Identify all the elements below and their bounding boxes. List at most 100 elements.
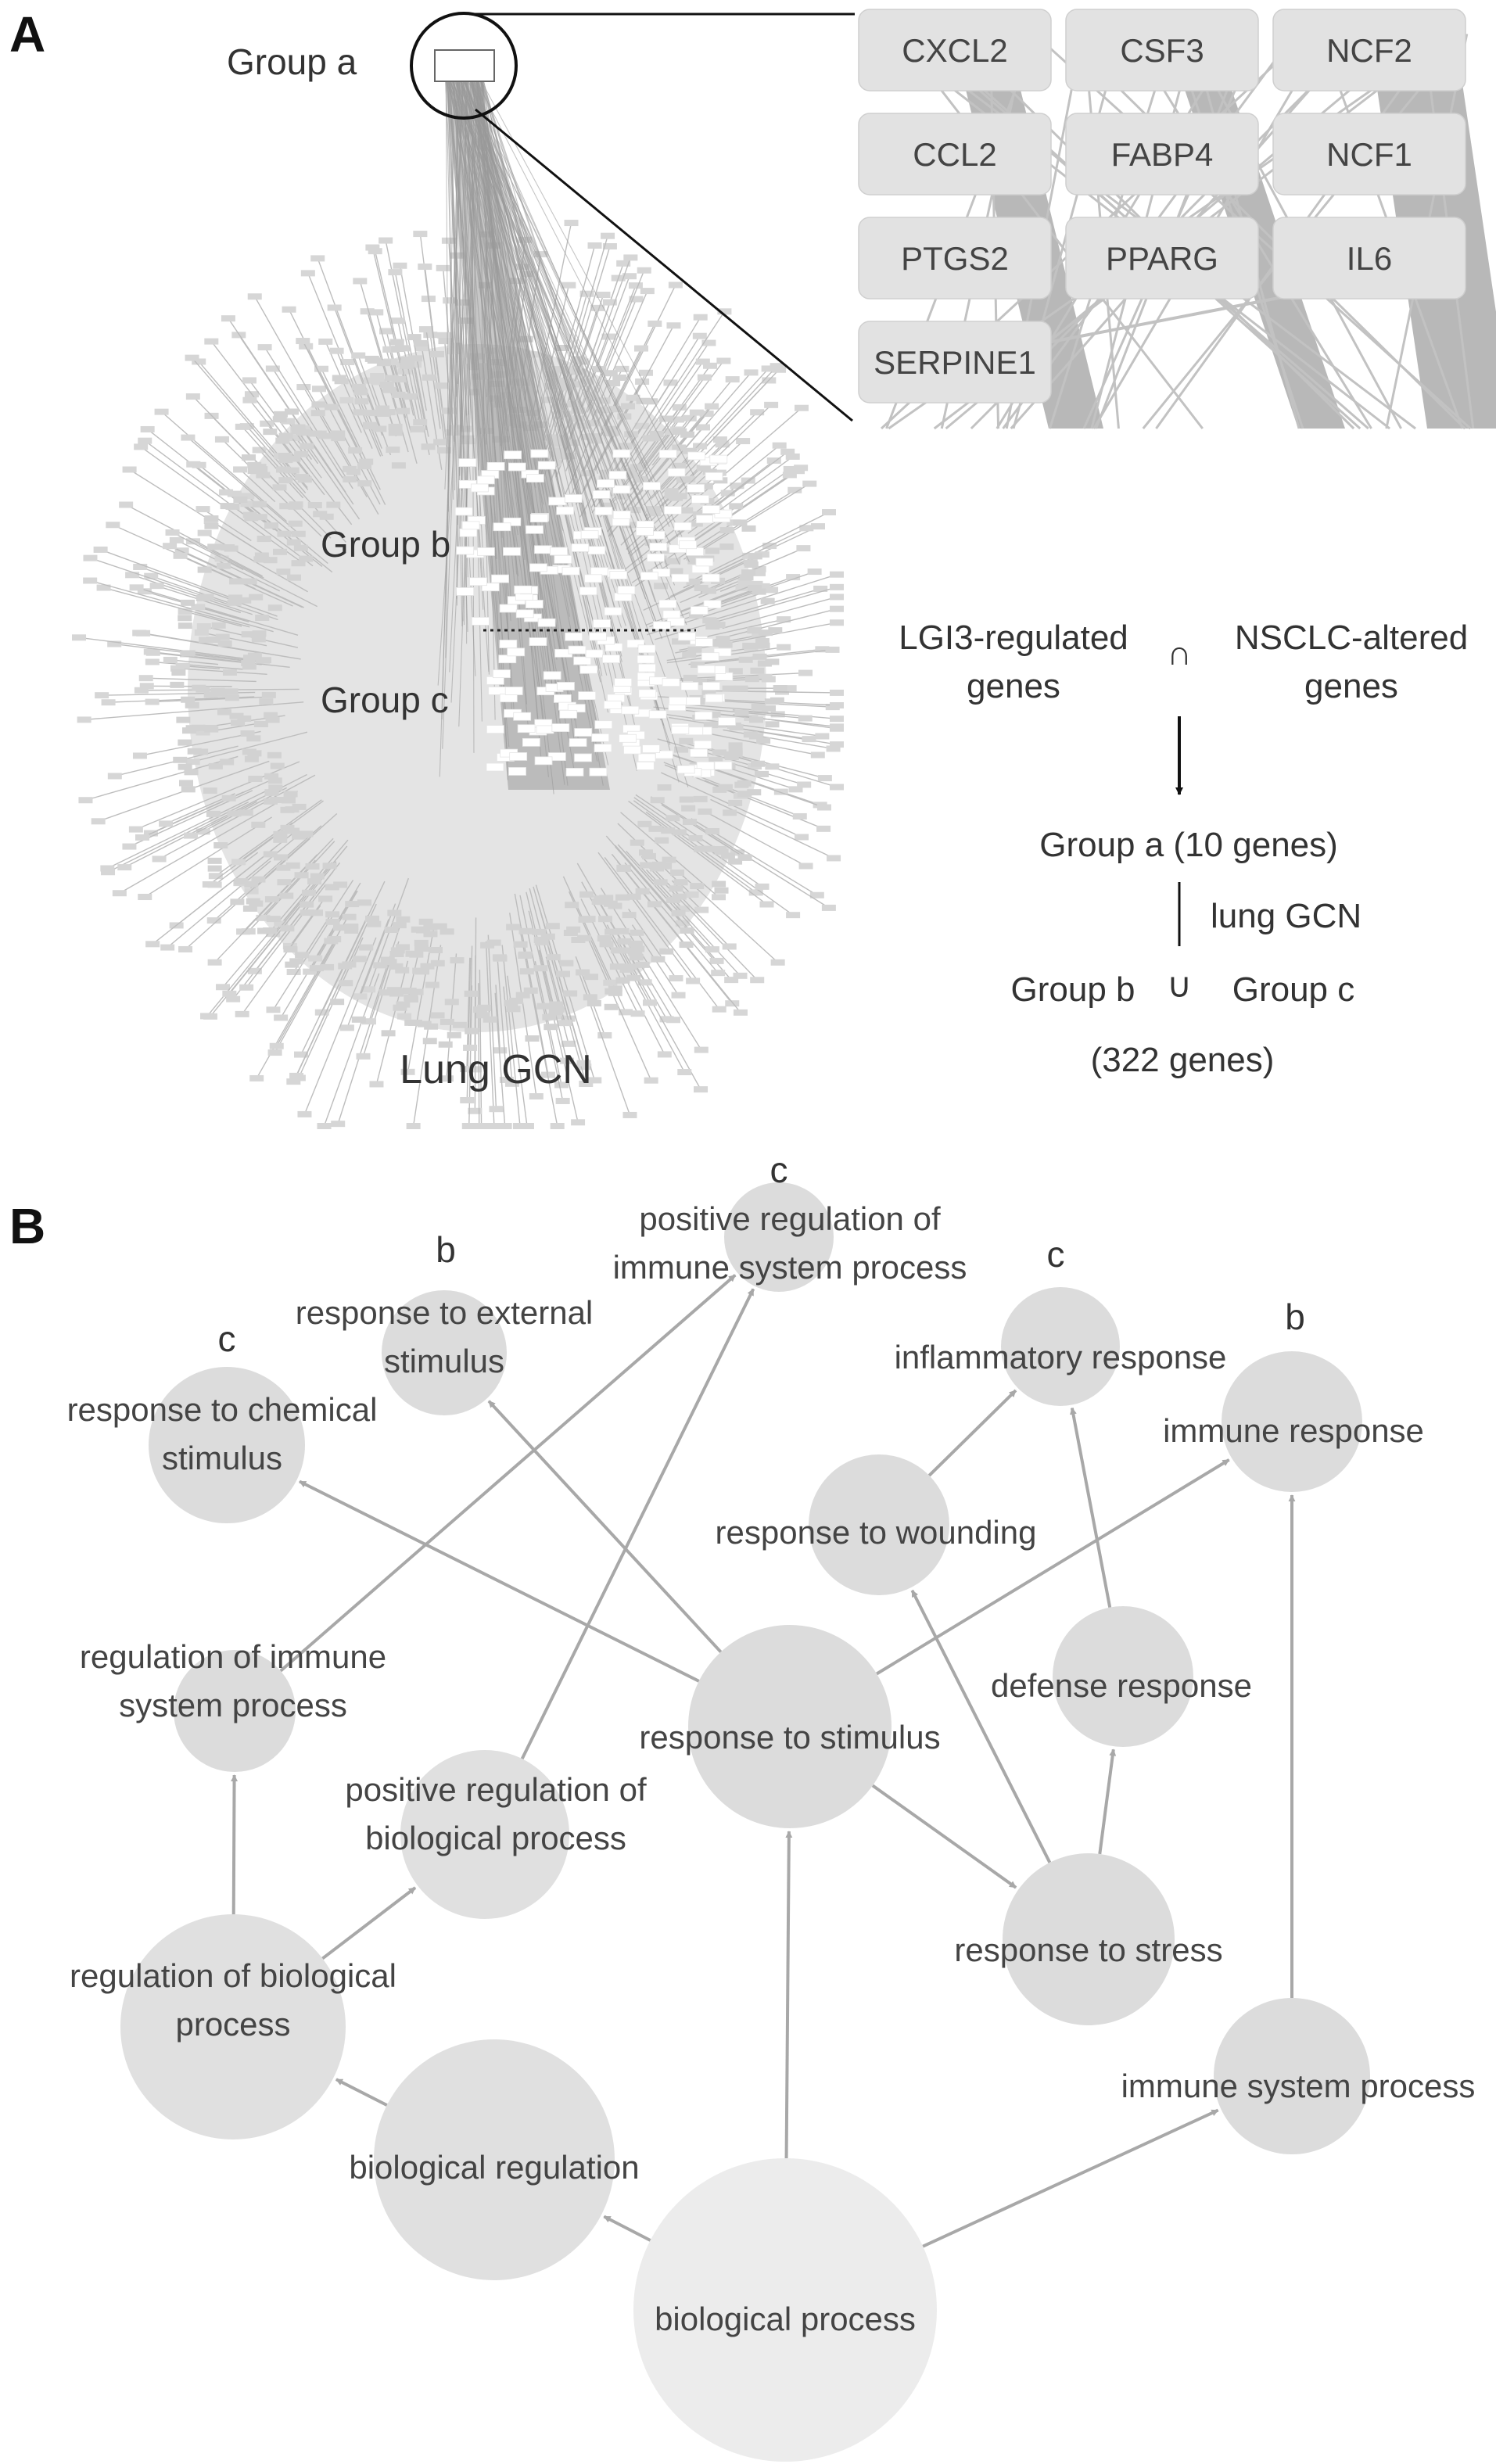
go-edge-rbp-to-prbp (321, 1886, 417, 1960)
go-edge-rtst-to-def (1098, 1748, 1117, 1855)
gene-box: NCF2 (1272, 9, 1466, 91)
flow-right-set-line2: genes (1304, 667, 1398, 705)
gene-box: NCF1 (1272, 113, 1466, 195)
panel-b-go-graph: B biological process biological regulatio… (9, 1150, 1475, 2462)
flow-union-left: Group b (1011, 970, 1135, 1009)
go-node-circle (174, 1650, 296, 1772)
gene-box: CSF3 (1065, 9, 1259, 91)
go-node-group-tag: b (1285, 1297, 1305, 1337)
go-node-rtst: response to stress (954, 1853, 1223, 2025)
group-a-label: Group a (227, 41, 357, 82)
go-edge-risp-to-prisp (279, 1274, 737, 1673)
go-edges (231, 1274, 1296, 2248)
go-node-label: stimulus (384, 1343, 504, 1379)
flow-union-right: Group c (1232, 970, 1355, 1009)
go-node-label: system process (119, 1687, 347, 1723)
gene-label: IL6 (1347, 240, 1392, 277)
go-node-label: response to stimulus (639, 1719, 940, 1756)
go-nodes: biological process biological regulation r… (67, 1150, 1475, 2462)
flow-right-set-line1: NSCLC-altered (1235, 619, 1468, 657)
go-node-circle (382, 1290, 507, 1415)
panel-b-letter: B (9, 1198, 45, 1254)
flow-intersection-symbol: ∩ (1167, 634, 1192, 672)
flow-count-line: (322 genes) (1091, 1041, 1275, 1079)
gene-box: CCL2 (858, 113, 1052, 195)
go-node-label: positive regulation of (345, 1771, 647, 1808)
go-node-label: biological regulation (349, 2149, 639, 2186)
gene-selection-flow: LGI3-regulated genes ∩ NSCLC-altered gen… (899, 619, 1468, 1079)
go-node-risp: regulation of immune system process (80, 1638, 386, 1772)
go-node-bp: biological process (633, 2158, 937, 2462)
go-node-circle (149, 1367, 305, 1523)
go-edge-rtst-to-rtw (910, 1589, 1052, 1863)
go-node-prbp: positive regulation of biological process (345, 1750, 647, 1919)
go-node-label: process (175, 2006, 290, 2043)
go-edge-bp-to-rts (784, 1831, 793, 2159)
gene-label: CXCL2 (902, 32, 1007, 69)
gene-box: CXCL2 (858, 9, 1052, 91)
go-edge-rts-to-rtst (871, 1784, 1017, 1889)
gene-box: FABP4 (1065, 113, 1259, 195)
group-b-label: Group b (321, 524, 450, 565)
go-node-circle (1003, 1853, 1175, 2025)
go-node-label: immune system process (613, 1249, 967, 1286)
flow-link-label: lung GCN (1211, 897, 1361, 935)
go-node-breg: biological regulation (349, 2039, 640, 2280)
group-bc-gene-nodes (454, 449, 737, 778)
go-node-circle (120, 1914, 346, 2139)
go-node-rts: response to stimulus (639, 1625, 941, 1828)
gene-box: SERPINE1 (858, 321, 1052, 403)
gene-label: NCF1 (1326, 136, 1412, 173)
go-edge-def-to-infl (1069, 1407, 1112, 1608)
go-node-def: defense response (991, 1606, 1252, 1747)
go-node-circle (1214, 1998, 1370, 2154)
go-node-label: biological process (655, 2301, 916, 2337)
go-node-circle (724, 1182, 834, 1292)
go-edge-prbp-to-prisp (520, 1288, 755, 1759)
go-edge-bp-to-isp (922, 2108, 1219, 2248)
gene-label: NCF2 (1326, 32, 1412, 69)
gene-label: FABP4 (1111, 136, 1214, 173)
go-node-circle (1053, 1606, 1193, 1747)
panel-a-letter: A (9, 6, 45, 63)
go-node-group-tag: c (1047, 1234, 1065, 1275)
go-edge-rts-to-rcs (299, 1479, 700, 1683)
group-a-core-box (434, 49, 495, 82)
go-node-rtw: response to wounding (716, 1454, 1037, 1595)
group-a-magnifier-circle (410, 12, 518, 120)
go-node-label: response to chemical (67, 1391, 378, 1428)
gene-label: SERPINE1 (874, 344, 1036, 381)
go-node-group-tag: c (218, 1318, 236, 1359)
go-node-circle (633, 2158, 937, 2462)
go-node-prisp: positive regulation of immune system proc… (613, 1150, 967, 1292)
gene-label: PTGS2 (901, 240, 1009, 277)
go-node-label: regulation of immune (80, 1638, 386, 1675)
network-nodes (170, 334, 787, 1048)
go-node-label: defense response (991, 1667, 1252, 1704)
zoom-line-bottom (475, 108, 853, 422)
go-node-label: positive regulation of (639, 1200, 941, 1237)
gene-box: PTGS2 (858, 217, 1052, 299)
go-node-group-tag: c (770, 1150, 788, 1190)
gene-label: CCL2 (913, 136, 996, 173)
go-node-label: response to wounding (716, 1514, 1037, 1551)
go-node-label: biological process (365, 1820, 626, 1856)
panel-a: A Group a Group b Group c Lung GCN CXCL2… (9, 6, 1496, 1129)
go-node-circle (1001, 1287, 1120, 1406)
group-c-label: Group c (321, 680, 449, 720)
go-node-label: immune response (1163, 1412, 1424, 1449)
go-node-label: response to external (296, 1294, 594, 1331)
go-node-label: response to stress (954, 1931, 1222, 1968)
go-edge-rts-to-res (487, 1400, 723, 1653)
gene-box: IL6 (1272, 217, 1466, 299)
go-edge-rbp-to-risp (231, 1774, 239, 1915)
flow-group-a-line: Group a (10 genes) (1039, 826, 1338, 864)
go-node-res: response to external stimulus b (296, 1229, 594, 1415)
go-node-group-tag: b (436, 1229, 456, 1270)
go-node-imr: immune response b (1163, 1297, 1424, 1492)
